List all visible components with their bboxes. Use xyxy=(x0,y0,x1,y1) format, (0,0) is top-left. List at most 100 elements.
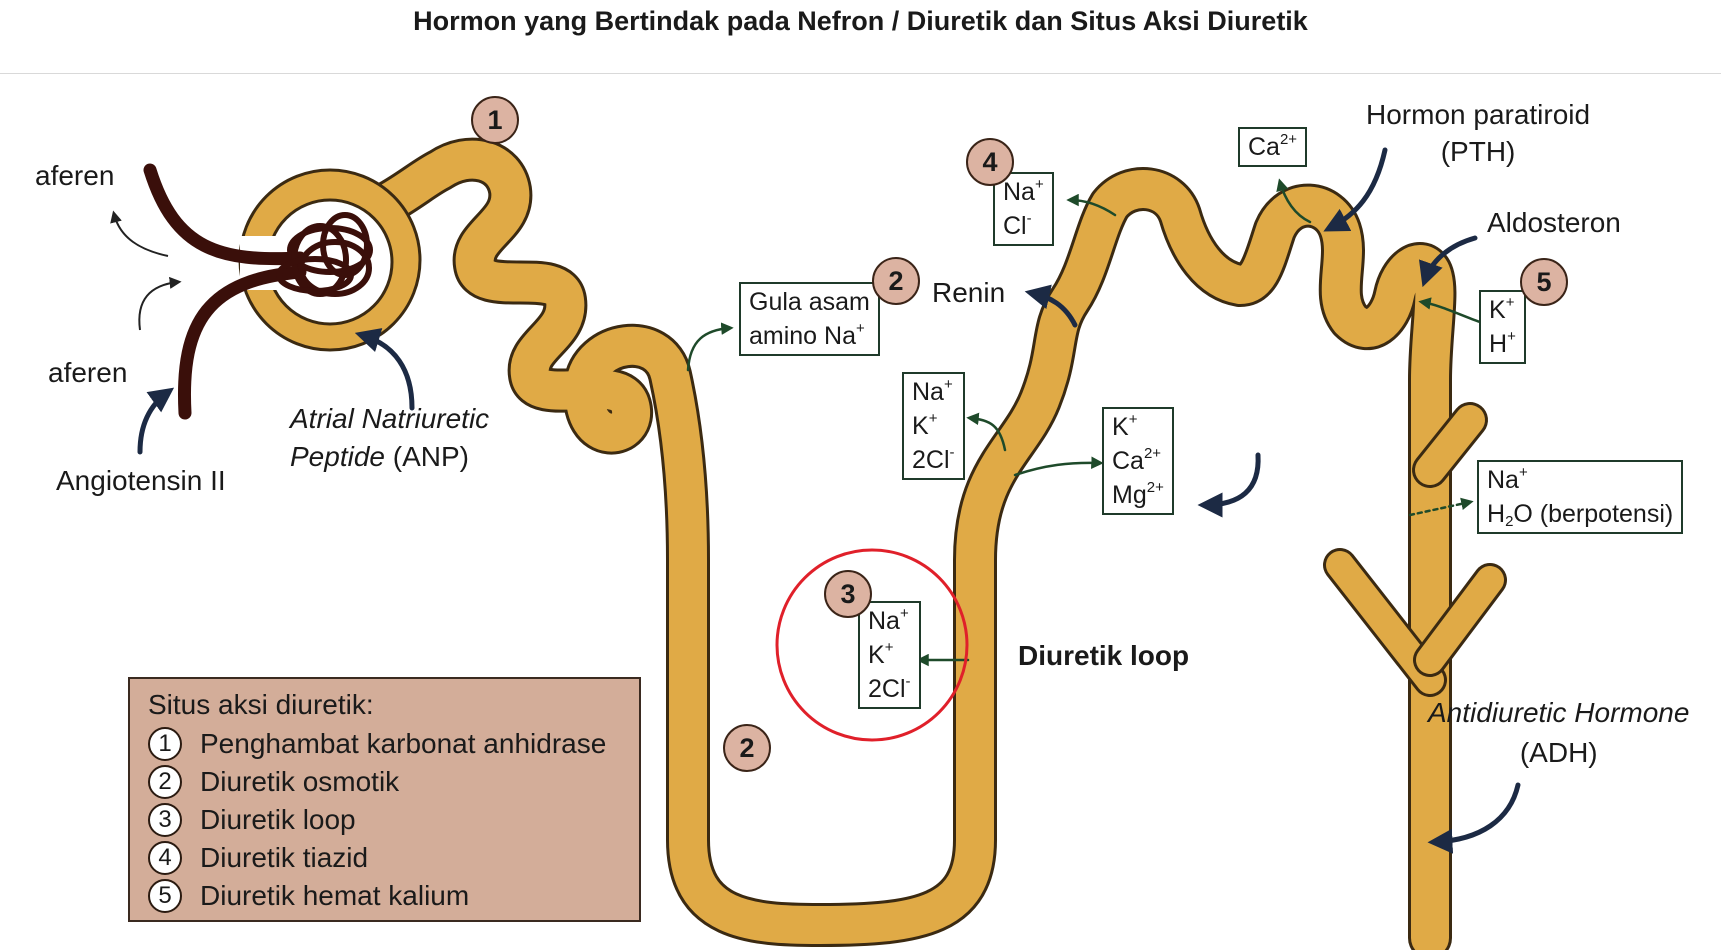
afferent-vessel-top xyxy=(143,163,307,266)
aferen-top-label: aferen xyxy=(35,160,115,191)
na-h2o-rest: O (berpotensi) xyxy=(1513,500,1674,528)
legend-number: 2 xyxy=(148,765,182,799)
site-badge-2-lower: 2 xyxy=(723,724,771,772)
angiotensin-arrow xyxy=(137,387,175,455)
anp-arrow xyxy=(354,328,415,411)
kcamg-ca-sup: 2+ xyxy=(1143,445,1162,462)
kcamg-ca: Ca xyxy=(1112,447,1144,475)
nak2cl-upper-cl-sup: - xyxy=(949,444,955,461)
site-badge-1: 1 xyxy=(471,96,519,144)
kcamg-mg-sup: 2+ xyxy=(1146,479,1164,496)
legend-item: 3 Diuretik loop xyxy=(148,801,639,839)
site-badge-3: 3 xyxy=(824,570,872,618)
na-h2o-na: Na xyxy=(1487,466,1519,494)
anp-line2-rest: (ANP) xyxy=(384,441,469,472)
na-h2o-h: H xyxy=(1487,500,1506,528)
pth-line1: Hormon paratiroid xyxy=(1366,99,1591,130)
legend-item: 1 Penghambat karbonat anhidrase xyxy=(148,725,639,763)
tiazid-cl-sup: - xyxy=(1026,210,1032,227)
kh-k: K xyxy=(1489,296,1506,324)
adh-line1: Antidiuretic Hormone xyxy=(1428,697,1690,728)
kh-ion-box: K+ H+ xyxy=(1479,290,1526,364)
kcamg-k-sup: + xyxy=(1128,411,1138,428)
aldosteron-label: Aldosteron xyxy=(1487,207,1621,238)
afferent-vessel-bottom xyxy=(177,265,307,420)
title-divider xyxy=(0,73,1721,74)
gula-line1: Gula asam xyxy=(749,288,870,316)
tiazid-na: Na xyxy=(1003,178,1035,206)
site-badge-4: 4 xyxy=(966,138,1014,186)
kcamg-arrow xyxy=(1013,456,1104,477)
gula-arrow xyxy=(686,322,734,372)
anp-label: Atrial Natriuretic Peptide (ANP) xyxy=(290,400,489,476)
legend-label: Diuretik osmotik xyxy=(200,766,400,797)
nak2cl-upper-na: Na xyxy=(912,378,944,406)
ca-arrow xyxy=(1276,178,1312,224)
kh-k-sup: + xyxy=(1505,294,1515,311)
kcamg-k: K xyxy=(1112,413,1129,441)
renin-label: Renin xyxy=(932,277,1006,308)
nak2cl-upper-k: K xyxy=(912,412,929,440)
nacl-tiazid-arrow xyxy=(1066,193,1117,217)
na-h2o-na-sup: + xyxy=(1518,464,1528,481)
gula-line2: amino Na xyxy=(749,322,856,350)
angiotensin-label: Angiotensin II xyxy=(56,465,226,496)
nak2cl-upper-k-sup: + xyxy=(928,410,938,427)
kh-h-sup: + xyxy=(1507,328,1516,345)
loop-site-highlight xyxy=(775,548,969,742)
nak2cl-loop-cl-sup: - xyxy=(905,673,911,690)
na-h2o-ion-box: Na+ H2O (berpotensi) xyxy=(1477,460,1684,534)
ca-label: Ca xyxy=(1248,133,1280,161)
ca-sup: 2+ xyxy=(1279,131,1298,148)
nak2cl-upper-cl: 2Cl xyxy=(912,446,950,474)
legend-label: Diuretik tiazid xyxy=(200,842,369,873)
anp-line1: Atrial Natriuretic xyxy=(290,403,490,434)
diuretik-loop-label: Diuretik loop xyxy=(1018,640,1190,671)
adh-dotted-arrow xyxy=(1408,497,1474,517)
nak2cl-loop-cl: 2Cl xyxy=(868,675,906,703)
na-h2o-sub: 2 xyxy=(1505,513,1514,530)
pth-line2: (PTH) xyxy=(1440,136,1516,167)
legend-label: Diuretik hemat kalium xyxy=(200,880,470,911)
kh-arrow xyxy=(1418,297,1482,324)
renin-arrow xyxy=(1024,284,1078,328)
legend-number: 5 xyxy=(148,879,182,913)
pth-label: Hormon paratiroid (PTH) xyxy=(1366,96,1590,170)
legend-title: Situs aksi diuretik: xyxy=(148,689,374,720)
gula-line2-sup: + xyxy=(856,320,865,337)
nak2cl-loop-na-sup: + xyxy=(899,605,909,622)
nak2cl-upper-arrow xyxy=(966,412,1007,452)
legend-number: 1 xyxy=(148,727,182,761)
tiazid-cl: Cl xyxy=(1003,212,1027,240)
gula-ion-box: Gula asam amino Na+ xyxy=(739,282,880,356)
tiazid-ion-box: Na+ Cl- xyxy=(993,172,1054,246)
anp-line2-italic: Peptide xyxy=(290,441,385,472)
kcamg-ion-box: K+ Ca2+ Mg2+ xyxy=(1102,407,1174,515)
aferen-bottom-label: aferen xyxy=(48,357,128,388)
kcamg-hormone-arrow xyxy=(1197,452,1261,518)
legend-number: 3 xyxy=(148,803,182,837)
adh-label: Antidiuretic Hormone (ADH) xyxy=(1428,693,1689,773)
kcamg-mg: Mg xyxy=(1112,481,1147,509)
legend-item: 4 Diuretik tiazid xyxy=(148,839,639,877)
legend-label: Diuretik loop xyxy=(200,804,356,835)
nak2cl-loop-ion-box: Na+ K+ 2Cl- xyxy=(858,601,921,709)
legend-item: 5 Diuretik hemat kalium xyxy=(148,877,639,915)
legend-box: Situs aksi diuretik: 1 Penghambat karbon… xyxy=(128,677,641,922)
adh-arrow xyxy=(1427,782,1521,854)
pth-arrow xyxy=(1323,147,1388,232)
aferen-arrow-up xyxy=(110,210,169,257)
aldosteron-arrow xyxy=(1418,235,1478,288)
ca-ion-box: Ca2+ xyxy=(1238,127,1308,167)
kh-h: H xyxy=(1489,330,1508,358)
legend-label: Penghambat karbonat anhidrase xyxy=(200,728,607,759)
nak2cl-upper-na-sup: + xyxy=(943,376,953,393)
site-badge-5: 5 xyxy=(1520,258,1568,306)
nak2cl-loop-k-sup: + xyxy=(884,639,894,656)
nak2cl-loop-k: K xyxy=(868,641,885,669)
legend-item: 2 Diuretik osmotik xyxy=(148,763,639,801)
glomerulus xyxy=(143,163,373,420)
legend-number: 4 xyxy=(148,841,182,875)
page-title: Hormon yang Bertindak pada Nefron / Diur… xyxy=(413,6,1308,36)
